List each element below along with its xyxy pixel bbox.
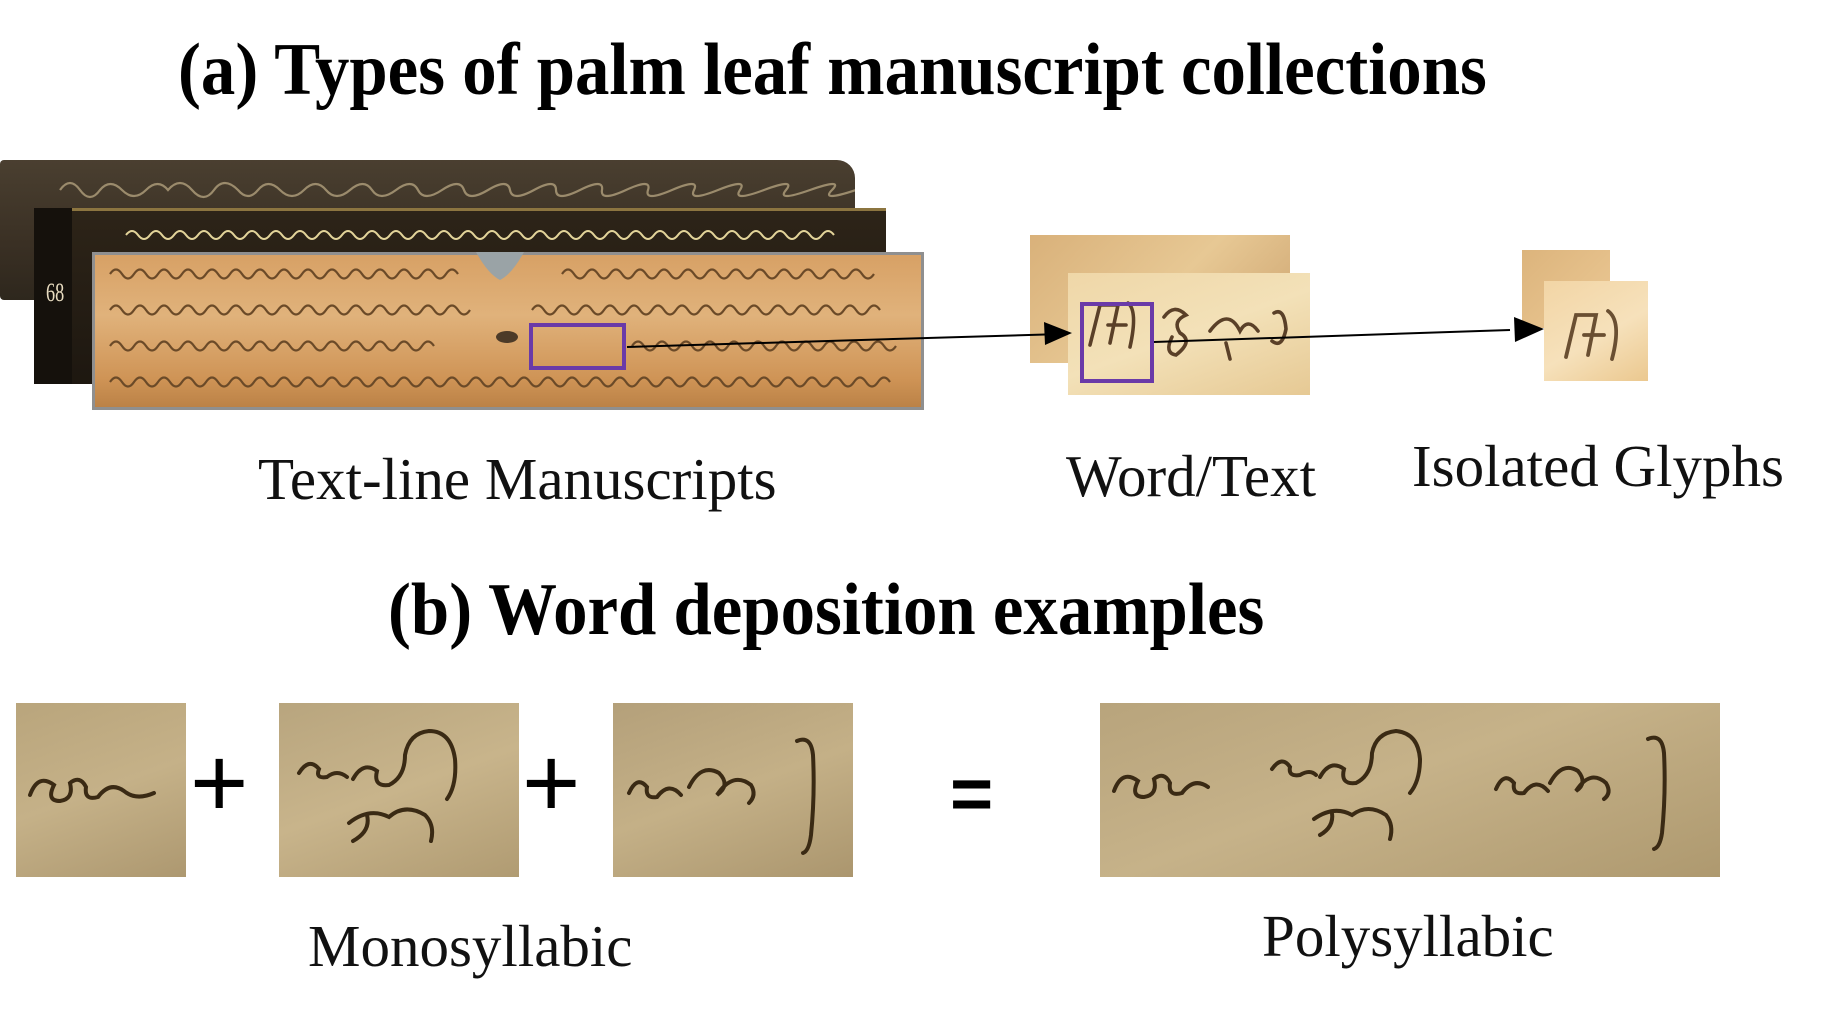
glyph-image-front: [1544, 281, 1648, 381]
manuscript-leaf-front: [92, 252, 924, 410]
section-b-title: (b) Word deposition examples: [388, 569, 1265, 651]
arrow-to-glyph: [1153, 329, 1511, 343]
plus-sign-2: +: [522, 727, 581, 839]
word-image-front: [1068, 273, 1310, 395]
arrow-to-glyph-head: [1514, 317, 1544, 342]
word-image-polysyllabic: [1100, 703, 1720, 877]
word-highlight-box: [1080, 302, 1154, 383]
arrow-to-word: [626, 329, 1063, 348]
syllable-image-2: [279, 703, 519, 877]
label-text-line-manuscripts: Text-line Manuscripts: [258, 446, 777, 512]
section-a-title: (a) Types of palm leaf manuscript collec…: [178, 29, 1487, 111]
text-line-highlight-box: [529, 323, 626, 370]
syllable-image-3: [613, 703, 853, 877]
label-monosyllabic: Monosyllabic: [308, 913, 633, 979]
equals-sign: =: [950, 752, 994, 835]
leaf-page-number: 68: [46, 278, 65, 307]
syllable-image-1: [16, 703, 186, 877]
label-isolated-glyphs: Isolated Glyphs: [1412, 433, 1784, 499]
label-word-text: Word/Text: [1066, 443, 1317, 509]
label-polysyllabic: Polysyllabic: [1262, 903, 1554, 969]
plus-sign-1: +: [190, 727, 249, 839]
arrow-to-word-head: [1044, 322, 1072, 345]
